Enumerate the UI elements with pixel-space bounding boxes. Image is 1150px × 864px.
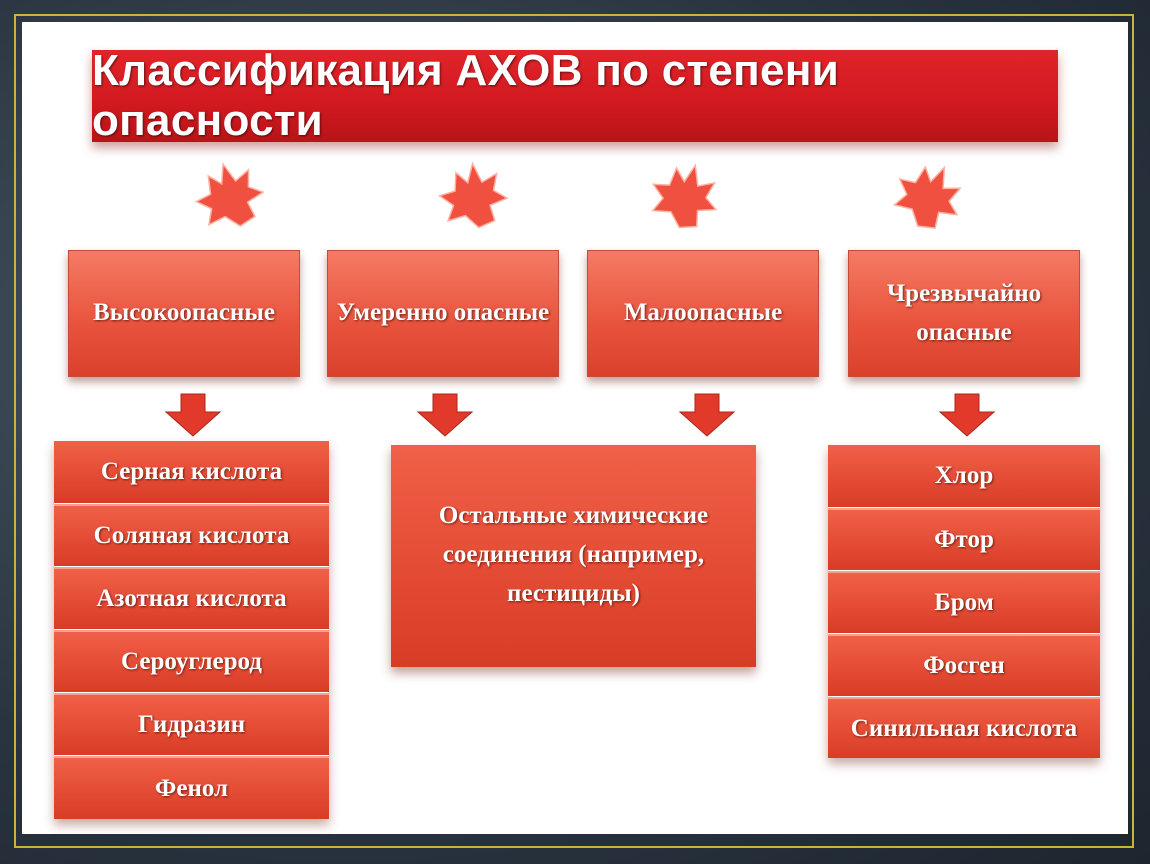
down-arrow-icon — [416, 393, 474, 437]
maple-leaf-arrow-icon — [194, 162, 265, 227]
category-extreme-danger: Чрезвычайно опасные — [848, 250, 1080, 377]
down-arrow-icon — [164, 393, 222, 437]
maple-leaf-arrow-icon — [892, 165, 962, 229]
list-item: Хлор — [828, 445, 1100, 507]
category-moderate-danger: Умеренно опасные — [327, 250, 559, 377]
diagram-title: Классификация АХОВ по степени опасности — [92, 46, 1058, 145]
slide-frame — [14, 14, 1134, 848]
list-item: Синильная кислота — [828, 697, 1100, 758]
list-item: Сероуглерод — [54, 630, 329, 692]
list-item: Фосген — [828, 634, 1100, 696]
list-item: Серная кислота — [54, 441, 329, 503]
maple-leaf-arrow-icon — [651, 163, 718, 229]
down-arrow-icon — [938, 393, 996, 437]
list-item: Фенол — [54, 756, 329, 819]
list-item: Фтор — [828, 508, 1100, 570]
list-item: Бром — [828, 571, 1100, 633]
category-low-danger: Малоопасные — [587, 250, 819, 377]
down-arrow-icon — [678, 393, 736, 437]
moderate-low-examples: Остальные химические соединения (наприме… — [391, 445, 756, 667]
high-danger-list: Серная кислота Соляная кислота Азотная к… — [54, 441, 329, 819]
maple-leaf-arrow-icon — [437, 161, 509, 229]
list-item: Гидразин — [54, 693, 329, 755]
list-item: Азотная кислота — [54, 567, 329, 629]
extreme-danger-list: Хлор Фтор Бром Фосген Синильная кислота — [828, 445, 1100, 758]
category-high-danger: Высокоопасные — [68, 250, 300, 377]
list-item: Соляная кислота — [54, 504, 329, 566]
